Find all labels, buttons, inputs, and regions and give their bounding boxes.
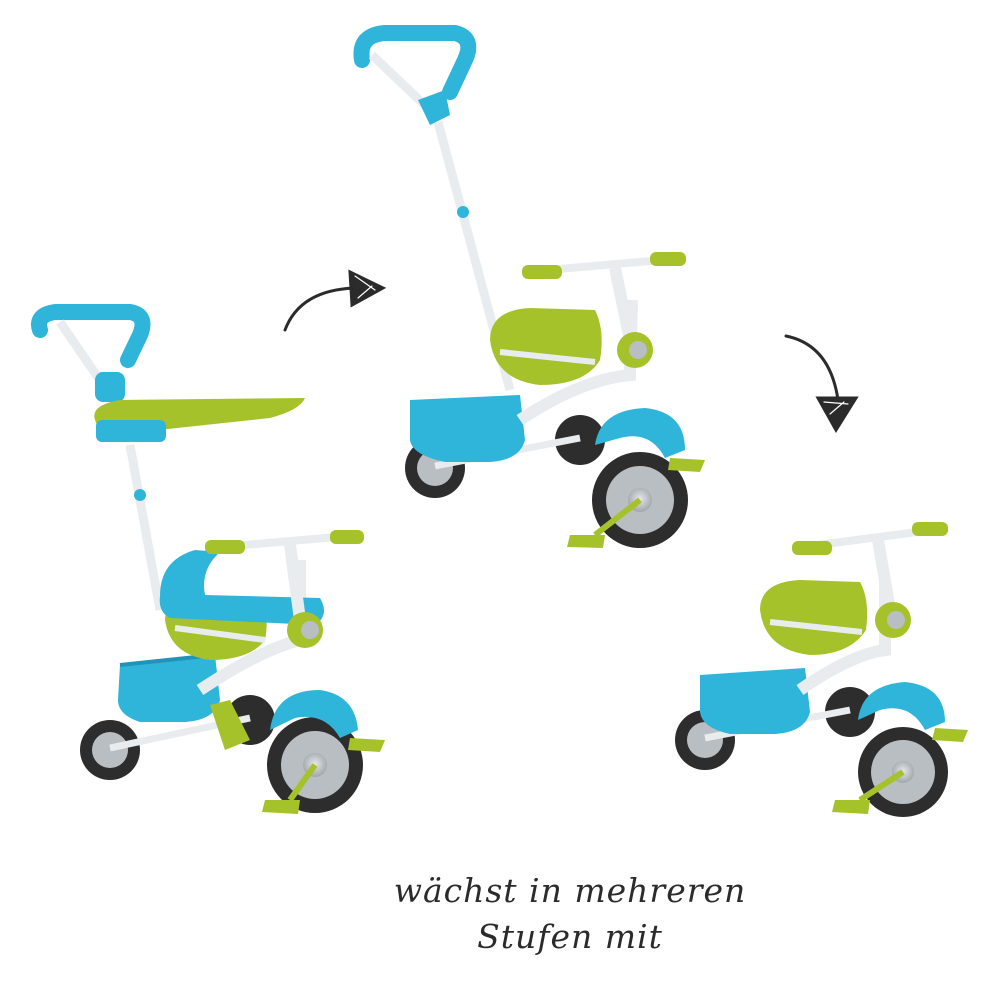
curved-arrow-icon [784,334,859,433]
caption-line-2: Stufen mit [477,917,663,956]
tricycle-stage-3-icon [675,522,968,817]
caption: wächst in mehreren Stufen mit [300,868,840,960]
tricycle-stage-2-icon [353,25,705,548]
caption-line-1: wächst in mehreren [393,871,747,910]
curved-arrow-icon [283,269,387,332]
tricycle-stage-1-icon [31,304,385,814]
